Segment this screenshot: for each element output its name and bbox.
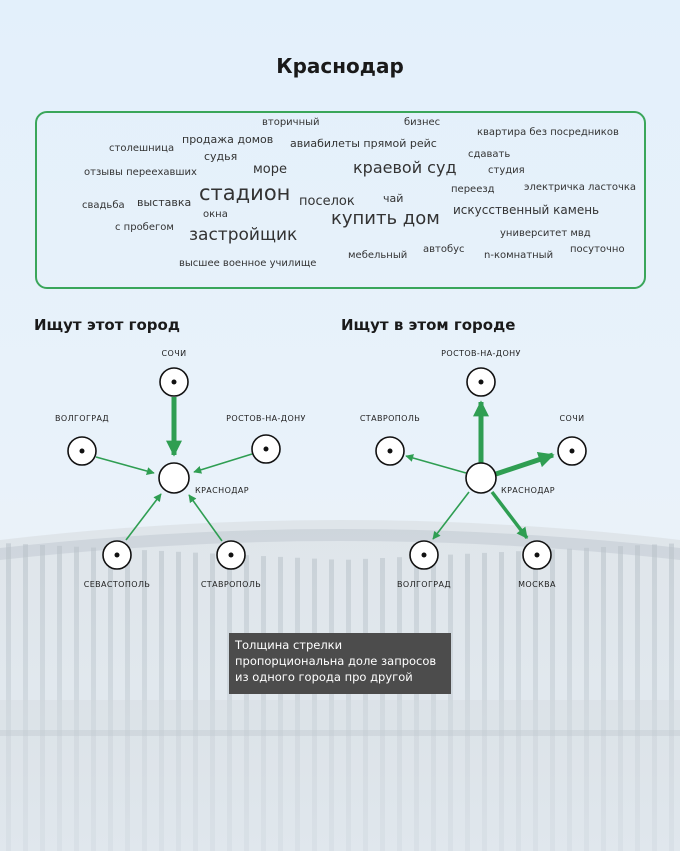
cloud-word: посуточно — [570, 244, 625, 255]
left-node-sochi — [159, 367, 189, 397]
cloud-word: электричка ласточка — [524, 182, 637, 193]
left-edge-rostov — [193, 453, 253, 474]
arrow-thickness-tooltip: Толщина стрелки пропорциональна доле зап… — [229, 633, 451, 694]
left-edge-sevastopol — [125, 493, 162, 541]
right-node-stavropol — [375, 436, 405, 466]
left-label-volgograd: ВОЛГОГРАД — [55, 414, 109, 423]
tooltip-line-3: из одного города про другой — [235, 670, 413, 684]
left-node-sevastopol — [102, 540, 132, 570]
cloud-word: чай — [383, 192, 404, 205]
left-node-krasnodar — [158, 462, 190, 494]
cloud-word: студия — [488, 165, 525, 176]
page-title: Краснодар — [276, 54, 404, 78]
right-edge-volgograd — [432, 491, 470, 540]
cloud-word: поселок — [299, 194, 355, 209]
left-label-sevastopol: СЕВАСТОПОЛЬ — [84, 580, 151, 589]
right-label-sochi: СОЧИ — [560, 414, 585, 423]
cloud-word: n-комнатный — [484, 250, 554, 261]
cloud-word: продажа домов — [182, 133, 274, 146]
right-label-rostov: РОСТОВ-НА-ДОНУ — [441, 349, 521, 358]
right-edge-moscow — [490, 490, 529, 540]
search-word-cloud: вторичный бизнес столешница продажа домов ав… — [35, 111, 646, 289]
cloud-word: авиабилеты прямой рейс — [290, 137, 437, 150]
right-node-sochi — [557, 436, 587, 466]
left-edge-stavropol — [188, 494, 223, 542]
cloud-word: окна — [203, 209, 228, 220]
cloud-word: краевой суд — [353, 158, 457, 177]
cloud-word: переезд — [451, 184, 495, 195]
tooltip-line-2: пропорциональна доле запросов — [235, 654, 437, 668]
cloud-word: свадьба — [82, 200, 125, 211]
cloud-word: стадион — [199, 181, 291, 205]
right-edge-stavropol — [405, 454, 467, 474]
cloud-word: сдавать — [468, 149, 511, 160]
tooltip-line-1: Толщина стрелки — [235, 638, 343, 652]
cloud-word: высшее военное училище — [179, 258, 317, 269]
left-edge-volgograd — [95, 456, 155, 475]
left-label-stavropol: СТАВРОПОЛЬ — [201, 580, 261, 589]
left-node-stavropol — [216, 540, 246, 570]
right-node-krasnodar — [465, 462, 497, 494]
city-graphs: СОЧИ ВОЛГОГРАД РОСТОВ-НА-ДОНУ СЕВАСТОПОЛ… — [55, 349, 587, 589]
cloud-word: квартира без посредников — [477, 127, 619, 138]
cloud-word: искусственный камень — [453, 203, 600, 217]
right-edge-sochi — [495, 451, 555, 477]
left-label-krasnodar: КРАСНОДАР — [195, 486, 249, 495]
cloud-word: судья — [204, 150, 238, 163]
cloud-word: с пробегом — [115, 222, 174, 233]
cloud-word: море — [253, 162, 288, 177]
right-node-moscow — [522, 540, 552, 570]
right-section-title: Ищут в этом городе — [341, 316, 516, 334]
cloud-word: выставка — [137, 196, 192, 209]
right-label-krasnodar: КРАСНОДАР — [501, 486, 555, 495]
cloud-word: мебельный — [348, 250, 408, 261]
cloud-word: бизнес — [404, 117, 441, 128]
right-label-moscow: МОСКВА — [518, 580, 556, 589]
left-label-sochi: СОЧИ — [162, 349, 187, 358]
left-label-rostov: РОСТОВ-НА-ДОНУ — [226, 414, 306, 423]
left-section-title: Ищут этот город — [34, 316, 180, 334]
cloud-word: застройщик — [189, 225, 298, 245]
cloud-word: университет мвд — [500, 228, 591, 239]
right-label-stavropol: СТАВРОПОЛЬ — [360, 414, 420, 423]
right-node-rostov — [466, 367, 496, 397]
cloud-word: столешница — [109, 143, 175, 154]
cloud-word: купить дом — [331, 208, 440, 229]
cloud-word: автобус — [423, 244, 465, 255]
cloud-word: вторичный — [262, 117, 320, 128]
right-node-volgograd — [409, 540, 439, 570]
left-node-rostov — [251, 434, 281, 464]
left-node-volgograd — [67, 436, 97, 466]
right-label-volgograd: ВОЛГОГРАД — [397, 580, 451, 589]
cloud-word: отзывы переехавших — [84, 167, 197, 178]
